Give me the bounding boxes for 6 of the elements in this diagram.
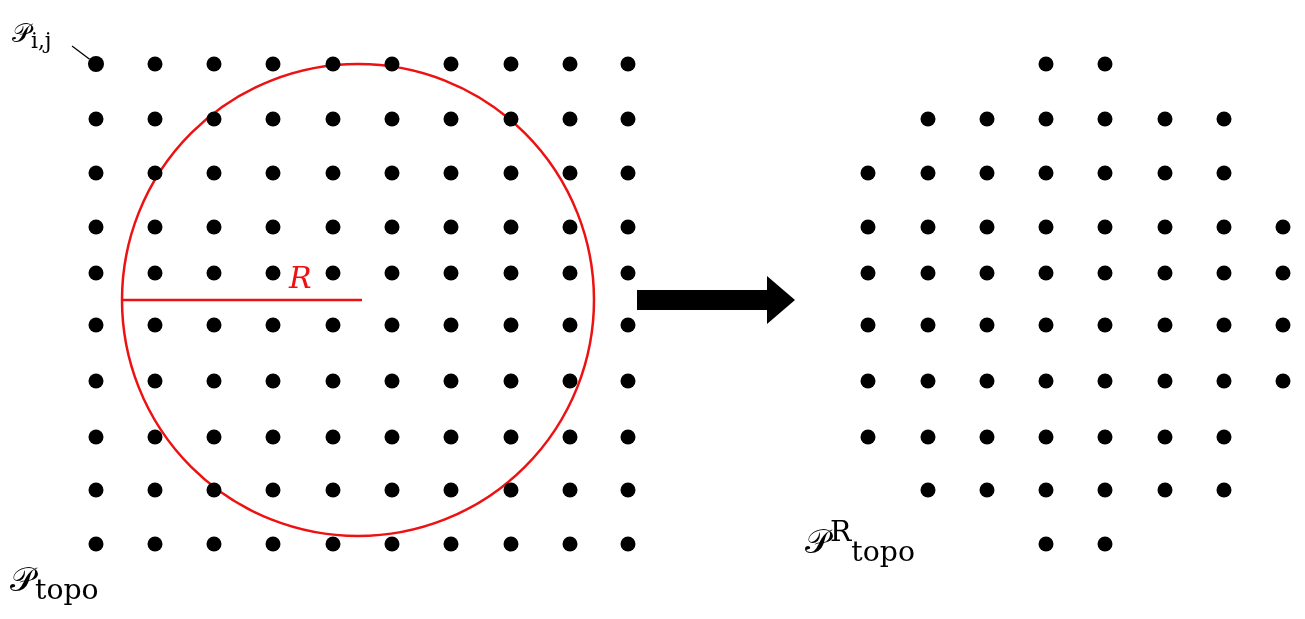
block-arrow [637, 276, 795, 324]
grid-point [88, 56, 104, 72]
math-label: 𝒫$_{topo}$ [10, 562, 99, 605]
radius-label: R [289, 263, 312, 293]
math-label: 𝒫$_{i,j}$ [12, 20, 52, 52]
leader-line [71, 45, 91, 60]
